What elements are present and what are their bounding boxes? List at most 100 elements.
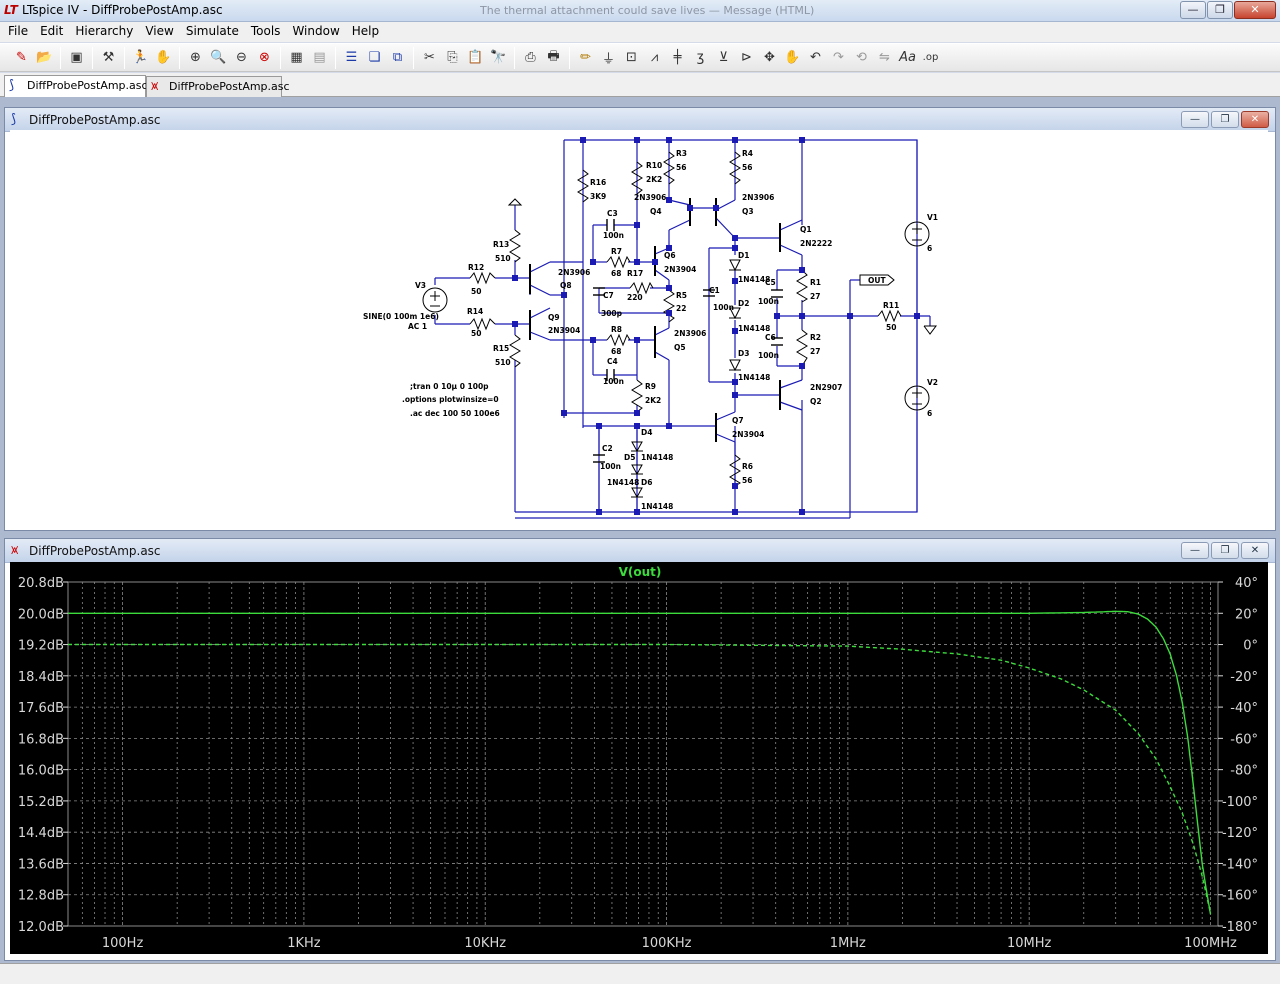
spice-directive-icon[interactable]: .op (922, 52, 939, 63)
autorange-icon[interactable]: ▦ (290, 50, 303, 65)
plot-maximize-button[interactable]: ❐ (1211, 542, 1239, 559)
diode-icon[interactable]: ⊻ (718, 50, 729, 65)
label-Q2: Q2 (810, 397, 822, 406)
halt-icon[interactable]: ✋ (155, 50, 172, 65)
cut-icon[interactable]: ✂ (424, 50, 435, 65)
series-magnitude (68, 610, 1212, 915)
menu-help[interactable]: Help (351, 24, 380, 38)
redo-icon[interactable]: ↷ (833, 50, 844, 65)
run-icon[interactable]: 🏃 (132, 50, 149, 65)
schematic-canvas[interactable]: R16 3K9 R10 2K2 R3 56 R4 56 2N3906 Q4 2N… (10, 130, 1268, 525)
drag-icon[interactable]: ✋ (784, 50, 801, 65)
move-icon[interactable]: ✥ (764, 50, 775, 65)
schematic-close-button[interactable]: ✕ (1241, 111, 1269, 128)
schematic-maximize-button[interactable]: ❐ (1211, 111, 1239, 128)
label-net-icon[interactable]: ⊡ (626, 50, 637, 65)
label-D5t: 1N4148 (641, 453, 673, 462)
label-R3v: 56 (676, 163, 686, 172)
label-V2v: 6 (927, 409, 932, 418)
label-R16v: 3K9 (590, 192, 606, 201)
plot-close-button[interactable]: ✕ (1241, 542, 1269, 559)
close-all-icon[interactable]: ⧉ (392, 50, 403, 65)
app-minimize-button[interactable]: — (1180, 1, 1206, 19)
label-D4: D4 (641, 428, 652, 437)
inductor-icon[interactable]: ʒ (696, 50, 705, 65)
resistor-icon[interactable]: ⩘ (650, 50, 659, 65)
label-C3v: 100n (603, 231, 624, 240)
schematic-drawing: R16 3K9 R10 2K2 R3 56 R4 56 2N3906 Q4 2N… (363, 137, 938, 519)
label-C6: C6 (765, 333, 776, 342)
zoom-in-icon[interactable]: ⊕ (190, 50, 201, 65)
ground-icon[interactable]: ⏚ (601, 52, 615, 67)
spice-directives[interactable]: ;tran 0 10µ 0 100p .options plotwinsize=… (402, 382, 500, 418)
label-Q8: Q8 (560, 281, 572, 290)
tab-schematic[interactable]: ⟆ DiffProbePostAmp.asc (4, 75, 148, 97)
schematic-minimize-button[interactable]: — (1181, 111, 1209, 128)
grid-icon[interactable]: ▤ (313, 50, 326, 65)
print-icon[interactable]: ⎙ (525, 50, 536, 65)
control-panel-icon[interactable]: ⚒ (102, 50, 115, 65)
menu-file[interactable]: File (8, 24, 29, 38)
menu-simulate[interactable]: Simulate (185, 24, 239, 38)
label-R17v: 220 (627, 293, 643, 302)
label-C4: C4 (607, 357, 618, 366)
y-right-tick-label: -120° (1222, 826, 1258, 841)
label-Q1: Q1 (800, 225, 812, 234)
label-D1: D1 (738, 251, 749, 260)
directive-options: .options plotwinsize=0 (402, 395, 499, 404)
y-right-tick-label: -20° (1230, 670, 1258, 685)
schematic-window-titlebar[interactable]: ⟆ DiffProbePostAmp.asc — ❐ ✕ (5, 108, 1275, 132)
label-D6: D6 (641, 478, 652, 487)
undo-icon[interactable]: ↶ (810, 50, 821, 65)
capacitor-icon[interactable]: ╪ (673, 50, 682, 65)
zoom-out-icon[interactable]: ⊖ (236, 50, 247, 65)
label-R15: R15 (493, 344, 509, 353)
open-icon[interactable]: 📂 (36, 50, 53, 65)
plot-window-titlebar[interactable]: ⩙ DiffProbePostAmp.asc — ❐ ✕ (5, 539, 1275, 563)
rotate-icon[interactable]: ⟲ (856, 50, 867, 65)
find-icon[interactable]: 🔭 (490, 50, 507, 65)
y-left-tick-label: 14.4dB (18, 826, 64, 841)
y-right-tick-label: -160° (1222, 889, 1258, 904)
y-left-tick-label: 12.0dB (18, 920, 64, 935)
wire-icon[interactable]: ✏ (580, 50, 591, 65)
menu-hierarchy[interactable]: Hierarchy (75, 24, 134, 38)
label-C2v: 100n (600, 462, 621, 471)
label-R16: R16 (590, 178, 606, 187)
menu-edit[interactable]: Edit (40, 24, 64, 38)
y-left-tick-label: 17.6dB (18, 701, 64, 716)
paste-icon[interactable]: 📋 (467, 50, 484, 65)
label-D6t: 1N4148 (641, 502, 673, 511)
zoom-pan-icon[interactable]: 🔍 (210, 50, 227, 65)
background-window-title: The thermal attachment could save lives … (480, 4, 815, 17)
menu-view[interactable]: View (145, 24, 174, 38)
voltage-sources (422, 198, 937, 411)
label-R12: R12 (468, 263, 484, 272)
plot-frame (67, 581, 1219, 927)
y-right-tick-label: 0° (1243, 639, 1258, 654)
copy-icon[interactable]: ⎘ (447, 50, 458, 65)
app-maximize-button[interactable]: ❐ (1207, 1, 1233, 19)
new-schematic-icon[interactable]: ✎ (16, 50, 27, 65)
label-R2: R2 (810, 333, 821, 342)
component-icon[interactable]: ⊳ (741, 50, 752, 65)
menu-tools[interactable]: Tools (250, 24, 281, 38)
label-C2: C2 (602, 444, 613, 453)
zoom-fit-icon[interactable]: ⊗ (259, 50, 270, 65)
label-C3: C3 (607, 209, 618, 218)
menu-window[interactable]: Window (292, 24, 340, 38)
mirror-icon[interactable]: ⇋ (879, 50, 890, 65)
save-icon[interactable]: ▣ (70, 50, 83, 65)
cascade-icon[interactable]: ❏ (368, 50, 381, 65)
tab-waveform[interactable]: ⩙ DiffProbePostAmp.asc (146, 76, 290, 97)
label-R13v: 510 (495, 254, 511, 263)
plot-minimize-button[interactable]: — (1181, 542, 1209, 559)
text-icon[interactable]: Aa (899, 50, 916, 65)
plot-title[interactable]: V(out) (619, 565, 662, 579)
x-tick-label: 100KHz (642, 936, 692, 951)
tile-horizontal-icon[interactable]: ☰ (345, 50, 358, 65)
app-close-button[interactable]: ✕ (1234, 1, 1276, 19)
print-preview-icon[interactable]: 🖶 (547, 48, 560, 64)
directive-tran: ;tran 0 10µ 0 100p (410, 382, 489, 391)
